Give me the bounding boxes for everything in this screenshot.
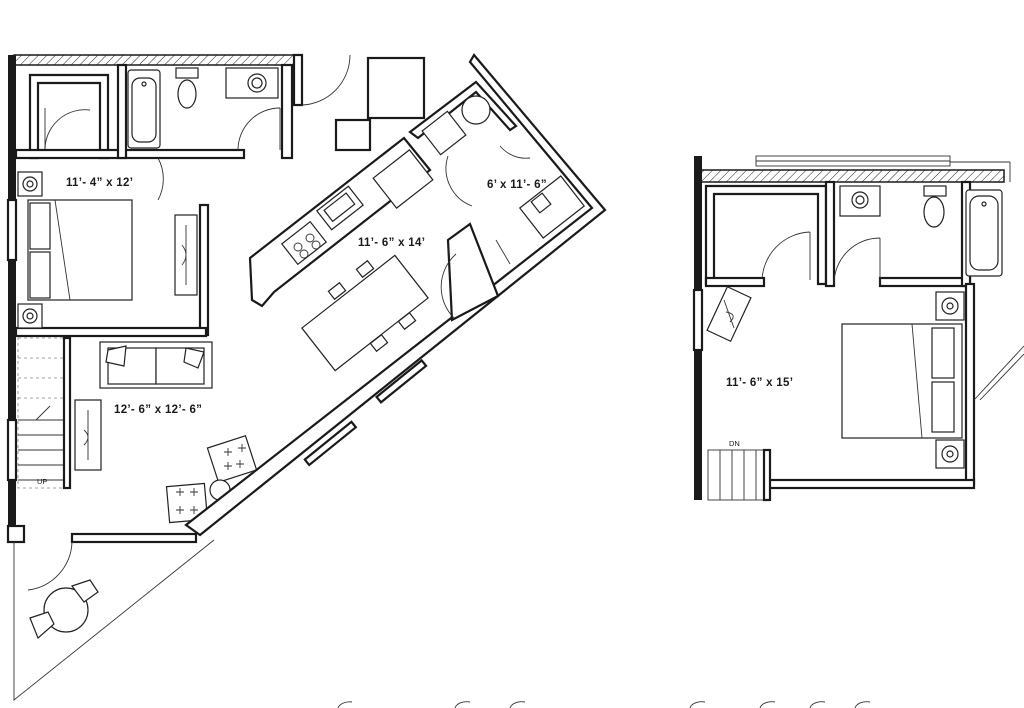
sofa-pillow-right [183, 347, 205, 369]
stair-up-label: UP [37, 477, 47, 486]
bath-door-swing [237, 107, 281, 151]
main-level-plan: UP [6, 53, 607, 701]
closet-partition [446, 222, 500, 322]
master-vanity [518, 175, 586, 239]
bedroom-south-wall [14, 326, 208, 338]
master-bath-wall [408, 80, 518, 140]
stair-run [17, 337, 65, 489]
diag-window-1 [303, 420, 358, 467]
loft-nightstand-bottom [935, 439, 965, 469]
refrigerator [372, 149, 434, 209]
utility-closet-wall [334, 118, 372, 152]
bedroom-north-wall [14, 148, 246, 160]
loft-bath-door-swing [833, 237, 881, 285]
loft-east-wall [964, 282, 976, 486]
master-toilet [421, 110, 467, 156]
hall-door-swing [301, 54, 351, 106]
loft-bath-wall [824, 180, 836, 288]
hall-wall-a [292, 53, 304, 107]
stair-down-label: DN [729, 439, 740, 448]
bedroom-closet-walls [28, 73, 110, 160]
toilet-tank [175, 67, 199, 79]
loft-closet-walls [704, 184, 828, 286]
loft-south-wall [764, 478, 976, 490]
left-window-1 [6, 198, 18, 262]
room-label-kitchen-dining: 11’- 6” x 14’ [358, 237, 425, 249]
master-sink [461, 95, 491, 125]
room-label-bedroom: 11’- 4” x 12’ [66, 177, 133, 189]
loft-left-window [692, 288, 704, 352]
loft-closet-door-swing [761, 231, 811, 281]
lounge-chair-1 [206, 434, 258, 484]
loft-closet-south [704, 276, 766, 288]
south-wall [70, 532, 198, 544]
left-window-2 [6, 418, 18, 482]
bath-west-wall [116, 63, 128, 160]
lounge-chair-2 [165, 482, 209, 524]
loft-bath-south [878, 276, 972, 288]
dining-set [301, 254, 429, 372]
diagonal-exterior-wall [184, 53, 607, 537]
diag-window-2 [375, 358, 428, 404]
room-label-bath-closet: 6’ x 11’- 6” [487, 179, 547, 191]
sofa-pillow-left [105, 345, 127, 367]
master-door-swing [445, 155, 473, 207]
closet-door-swing [44, 109, 91, 151]
room-label-loft-bedroom: 11’- 6” x 15’ [726, 377, 793, 389]
utility-wall [366, 56, 426, 120]
entry-jamb [6, 524, 26, 544]
cooktop [280, 220, 328, 266]
bedroom-east-wall [198, 203, 210, 337]
cropped-bottom-marks [337, 701, 871, 708]
bedroom-door-swing [157, 157, 164, 201]
loft-stair-rail [762, 448, 772, 502]
toilet-bowl [177, 79, 197, 109]
loft-toilet [923, 196, 945, 228]
stair-treads [18, 357, 64, 399]
loft-level-plan: DN 11’- 6” x 15’ [692, 155, 1024, 502]
left-exterior-wall [8, 55, 16, 535]
entry-door-swing [27, 541, 73, 591]
loft-top-wall-hatched [699, 169, 1005, 183]
stair-rail-wall [62, 336, 72, 490]
balcony-outline [13, 539, 215, 701]
top-wall-hatched [13, 54, 301, 66]
balcony-bistro-set [29, 579, 99, 640]
room-label-living: 12’- 6” x 12’- 6” [114, 404, 202, 416]
bath-east-wall [280, 63, 294, 160]
closet-partition-door [440, 253, 457, 319]
